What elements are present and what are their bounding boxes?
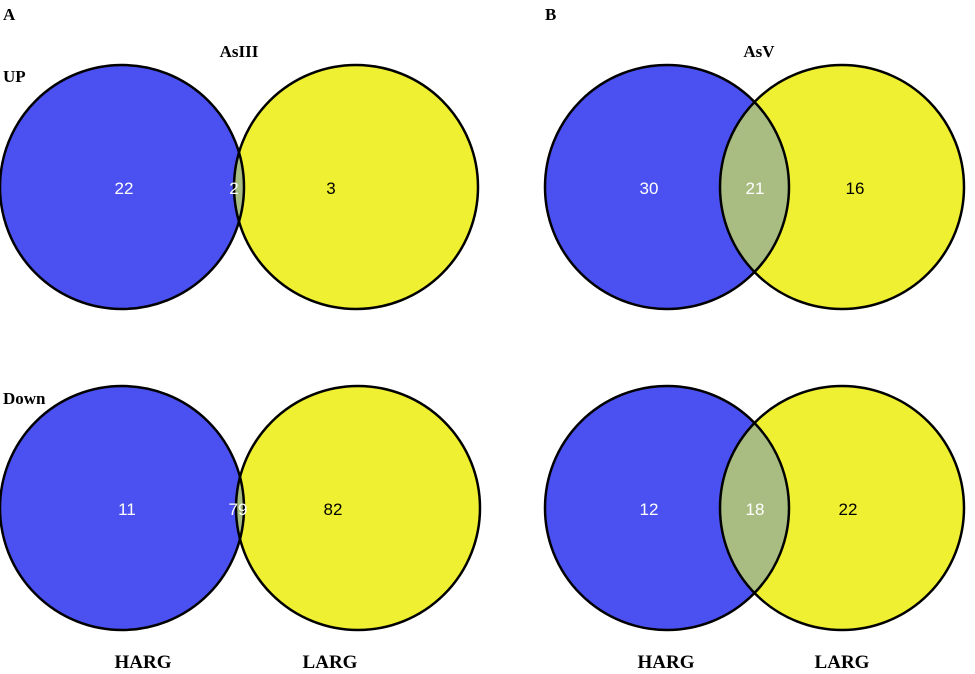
larg-circle: [720, 386, 964, 630]
panel-b-harg-label: HARG: [638, 652, 695, 673]
shared-count: 79: [229, 500, 248, 519]
shared-count: 2: [229, 179, 238, 198]
harg-only-count: 12: [640, 500, 659, 519]
venn-a-up: 22 2 3: [0, 63, 480, 311]
harg-circle-outline: [0, 63, 246, 311]
panel-a-treatment-title: AsIII: [220, 42, 259, 61]
row-label-up: UP: [3, 67, 26, 86]
larg-only-count: 16: [846, 179, 865, 198]
harg-circle-outline: [0, 384, 246, 632]
larg-circle-outline: [234, 384, 482, 632]
panel-b-treatment-title: AsV: [743, 42, 775, 61]
harg-only-count: 11: [118, 500, 136, 519]
larg-circle: [720, 65, 964, 309]
larg-only-count: 82: [324, 500, 343, 519]
panel-b-larg-label: LARG: [815, 652, 870, 673]
shared-count: 18: [746, 500, 765, 519]
harg-only-count: 30: [640, 179, 659, 198]
venn-b-down: 12 18 22: [543, 384, 966, 632]
harg-circle: [545, 386, 789, 630]
harg-circle-outline: [543, 384, 791, 632]
larg-only-count: 3: [326, 179, 335, 198]
larg-circle-outline: [232, 63, 480, 311]
row-label-down: Down: [3, 389, 46, 408]
panel-b-letter: B: [545, 5, 556, 24]
larg-circle: [234, 65, 478, 309]
harg-circle-outline: [543, 63, 791, 311]
panel-a-larg-label: LARG: [303, 652, 358, 673]
larg-circle-outline: [718, 384, 966, 632]
harg-circle: [0, 386, 244, 630]
harg-circle: [0, 65, 244, 309]
venn-b-up: 30 21 16: [543, 63, 966, 311]
panel-a-harg-label: HARG: [115, 652, 172, 673]
venn-a-down: 11 79 82: [0, 384, 482, 632]
larg-circle: [236, 386, 480, 630]
harg-circle: [545, 65, 789, 309]
harg-only-count: 22: [115, 179, 134, 198]
larg-only-count: 22: [839, 500, 858, 519]
shared-count: 21: [746, 179, 765, 198]
panel-a-letter: A: [3, 5, 16, 24]
larg-circle-outline: [718, 63, 966, 311]
